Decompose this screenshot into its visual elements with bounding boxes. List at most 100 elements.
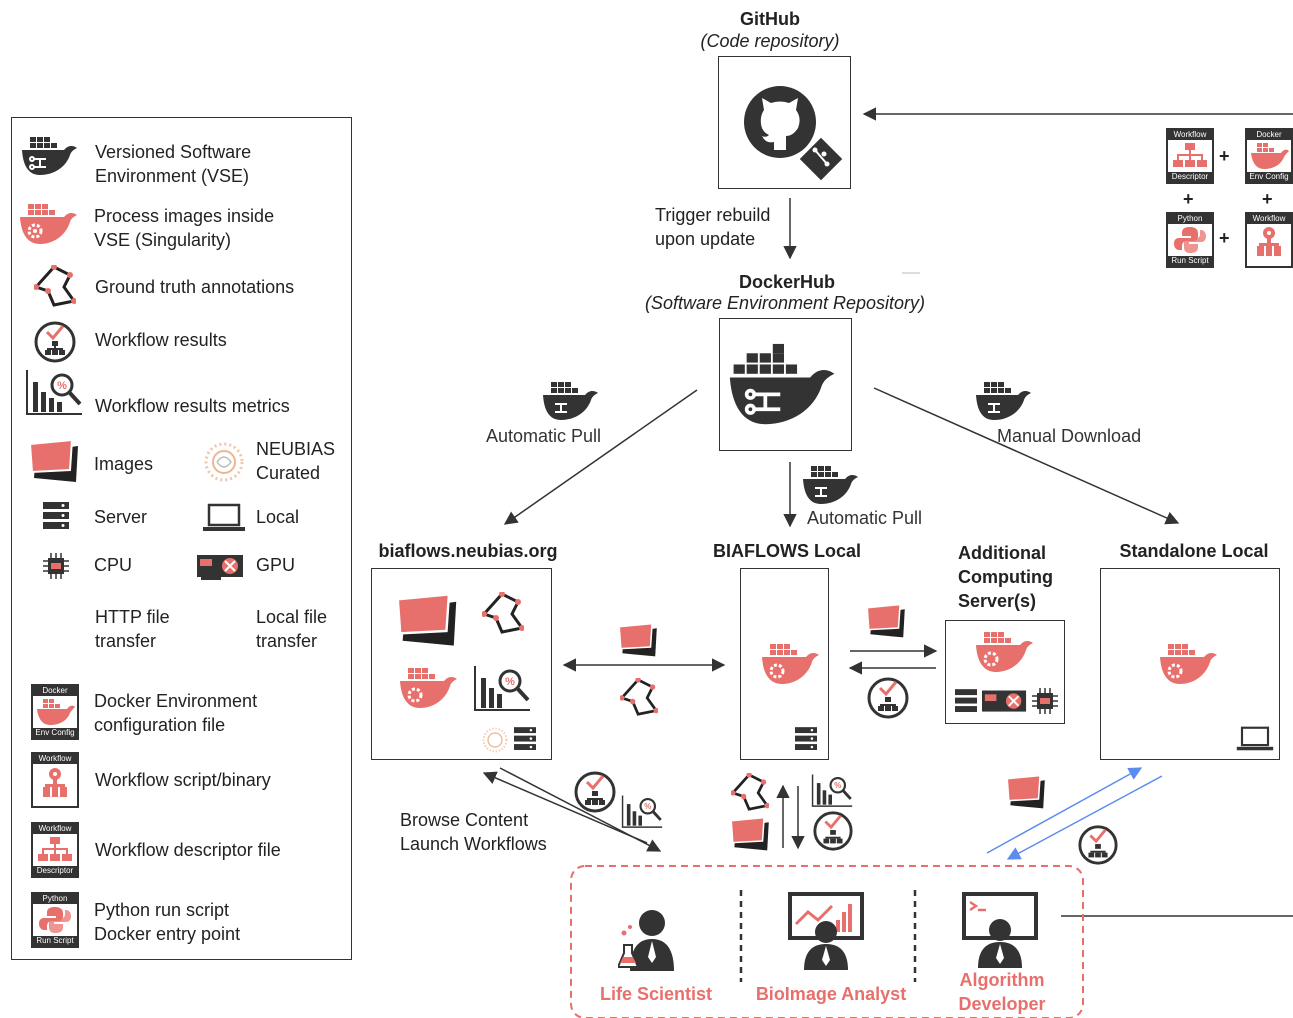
workflow-gear-icon bbox=[1257, 227, 1281, 256]
env-config-file-icon: Docker Env Config bbox=[1245, 128, 1293, 184]
legend-box bbox=[11, 117, 352, 960]
file-footer: Descriptor bbox=[33, 866, 77, 876]
python-script-file-icon: Python Run Script bbox=[31, 892, 79, 948]
github-title: GitHub bbox=[740, 9, 800, 29]
laptop-icon bbox=[203, 503, 245, 531]
auto-pull-left-label: Automatic Pull bbox=[486, 426, 602, 446]
workflow-result-icon bbox=[867, 677, 909, 719]
run-script-file-icon: Python Run Script bbox=[1166, 212, 1214, 268]
image-stack-icon bbox=[28, 438, 78, 482]
file-header: Docker bbox=[33, 686, 77, 696]
arrow-dockerhub-to-org bbox=[503, 389, 698, 525]
plus-sign: + bbox=[1219, 228, 1230, 248]
file-footer: Env Config bbox=[1247, 172, 1291, 182]
workflow-result-icon bbox=[34, 321, 76, 363]
python-logo-icon bbox=[39, 907, 71, 933]
ground-truth-icon bbox=[731, 773, 769, 811]
arrow-standalone-to-users bbox=[1006, 775, 1163, 860]
file-header: Workflow bbox=[1168, 130, 1212, 140]
server-icon bbox=[955, 689, 977, 712]
docker-icon bbox=[803, 466, 858, 504]
legend-server-label: Server bbox=[94, 507, 148, 527]
laptop-icon bbox=[1236, 726, 1274, 751]
server-icon bbox=[43, 502, 69, 529]
docker-process-icon bbox=[400, 668, 457, 708]
svg-text:%: % bbox=[505, 676, 515, 688]
arrow-org-from-users bbox=[482, 771, 648, 844]
docker-config-file-icon: Docker Env Config bbox=[31, 684, 79, 740]
plus-sign: + bbox=[1262, 189, 1273, 209]
file-header: Workflow bbox=[33, 754, 77, 764]
legend-results-label: Workflow results bbox=[95, 330, 227, 350]
docker-icon bbox=[976, 382, 1031, 420]
file-header: Workflow bbox=[1247, 214, 1291, 224]
arrow-org-to-users bbox=[499, 767, 662, 852]
dockerhub-title: DockerHub bbox=[738, 272, 836, 292]
file-footer: Run Script bbox=[1168, 256, 1212, 266]
users-frame bbox=[570, 865, 1084, 1018]
cpu-icon bbox=[1032, 688, 1058, 714]
metrics-icon: % bbox=[621, 795, 663, 828]
life-scientist-label: Life Scientist bbox=[599, 984, 713, 1004]
svg-text:%: % bbox=[57, 380, 67, 392]
svg-text:%: % bbox=[834, 781, 841, 790]
gpu-icon bbox=[982, 690, 1027, 712]
file-header: Workflow bbox=[33, 824, 77, 834]
gpu-icon bbox=[197, 555, 243, 580]
ground-truth-icon bbox=[620, 678, 658, 716]
docker-process-icon bbox=[976, 632, 1033, 672]
docker-whale-icon bbox=[729, 343, 835, 425]
docker-icon bbox=[543, 382, 598, 420]
file-footer: Env Config bbox=[33, 728, 77, 738]
server-icon bbox=[795, 727, 817, 750]
python-logo-icon bbox=[1174, 227, 1206, 253]
docker-process-icon bbox=[762, 644, 819, 684]
docker-process-icon bbox=[1160, 644, 1217, 684]
biaflows-local-title: BIAFLOWS Local bbox=[713, 541, 861, 561]
github-subtitle: (Code repository) bbox=[700, 31, 840, 51]
ground-truth-icon bbox=[482, 592, 524, 634]
legend-wf-script-label: Workflow script/binary bbox=[95, 770, 271, 790]
metrics-icon: % bbox=[26, 370, 82, 415]
legend-cpu-label: CPU bbox=[94, 555, 133, 575]
legend-images-label: Images bbox=[94, 454, 154, 474]
file-footer: Run Script bbox=[33, 936, 77, 946]
workflow-file-icon: Workflow bbox=[1245, 212, 1293, 268]
biaflows-org-title: biaflows.neubias.org bbox=[378, 541, 558, 561]
manual-download-label: Manual Download bbox=[997, 426, 1142, 446]
image-stack-icon bbox=[1006, 774, 1045, 809]
file-header: Python bbox=[33, 894, 77, 904]
workflow-result-icon bbox=[574, 771, 616, 813]
ground-truth-icon bbox=[34, 265, 76, 307]
plus-sign: + bbox=[1183, 189, 1194, 209]
file-footer: Descriptor bbox=[1168, 172, 1212, 182]
workflow-result-icon bbox=[813, 811, 853, 851]
hierarchy-icon bbox=[1173, 143, 1207, 167]
docker-mini-icon bbox=[37, 699, 75, 725]
github-octocat-icon bbox=[744, 86, 843, 181]
workflow-result-icon bbox=[1078, 825, 1118, 865]
arrow-users-to-standalone bbox=[986, 767, 1143, 854]
legend-wf-desc-label: Workflow descriptor file bbox=[95, 840, 281, 860]
hierarchy-icon bbox=[38, 837, 72, 861]
auto-pull-center-label: Automatic Pull bbox=[807, 508, 923, 528]
bioimage-analyst-icon bbox=[788, 892, 864, 970]
neubias-logo-icon bbox=[482, 727, 508, 753]
cpu-icon bbox=[43, 553, 69, 579]
legend-metrics-label: Workflow results metrics bbox=[95, 396, 290, 416]
metrics-icon: % bbox=[474, 666, 530, 711]
bioimage-analyst-label: BioImage Analyst bbox=[755, 984, 907, 1004]
arrow-dockerhub-to-standalone bbox=[873, 387, 1180, 525]
legend-local-label: Local bbox=[256, 507, 300, 527]
docker-icon bbox=[22, 137, 77, 175]
